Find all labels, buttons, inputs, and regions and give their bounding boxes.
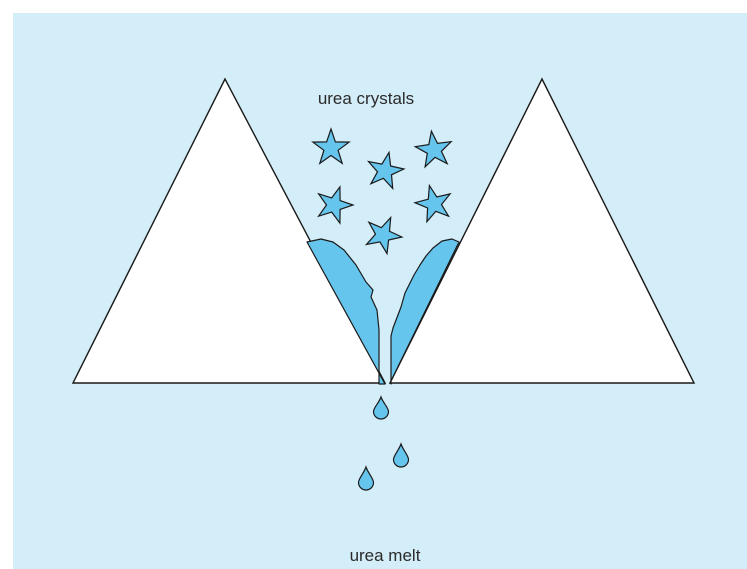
melt-drop [372,395,390,420]
right-triangle [388,77,696,384]
crystal-star [413,183,452,224]
urea-crystals-label: urea crystals [318,89,414,108]
crystal-star [364,215,404,256]
right-melt-layer [389,238,460,385]
left-melt-layer [306,238,386,385]
crystal-star [311,127,351,165]
melt-drop [357,465,375,491]
urea-melt-drops [357,395,410,491]
urea-melt-label: urea melt [350,546,421,565]
urea-crystals [311,127,453,256]
crystal-star [317,185,355,225]
crystal-star [366,150,406,191]
melt-drop [392,442,410,468]
crystal-star [413,129,453,169]
left-triangle [71,77,387,384]
